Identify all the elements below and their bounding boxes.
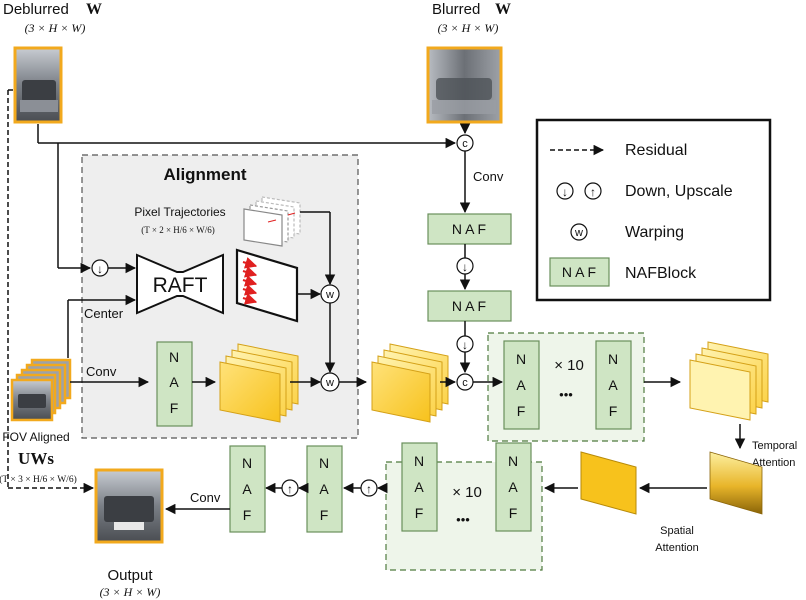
spatial-feature xyxy=(580,451,637,515)
legend-down-icon: ↓ xyxy=(562,185,568,199)
fov-title: FOV Aligned xyxy=(2,430,69,444)
feature-stack-right xyxy=(689,341,769,421)
trajectory-stack xyxy=(243,196,301,247)
warp-node-top-symbol: w xyxy=(325,289,334,301)
naf-rt1-a: A xyxy=(516,377,526,393)
naf-align-f: F xyxy=(170,400,179,416)
flow-field xyxy=(235,248,299,323)
legend-warping: Warping xyxy=(625,224,684,241)
naf-d2-f: F xyxy=(243,507,252,523)
times-ten-bottom: × 10 xyxy=(452,484,482,501)
blurred-dims: (3 × H × W) xyxy=(438,21,499,35)
deblurred-var: W xyxy=(86,1,102,18)
ellipsis-top: ••• xyxy=(559,387,573,402)
naf-block-align xyxy=(156,341,193,427)
raft-label: RAFT xyxy=(153,274,208,297)
blurred-var: W xyxy=(495,1,511,18)
naf-block-repeat-bottom-last xyxy=(495,442,532,532)
naf-block-top-1 xyxy=(427,213,512,245)
feature-stack-align xyxy=(219,343,299,423)
naf-rb2-n: N xyxy=(508,453,518,469)
deblurred-dims: (3 × H × W) xyxy=(25,21,86,35)
temporal-feature xyxy=(709,451,763,515)
output-dims: (3 × H × W) xyxy=(100,585,161,599)
raft-block xyxy=(136,253,224,315)
legend-down-upscale: Down, Upscale xyxy=(625,183,733,200)
spatial-attention-line1: Spatial xyxy=(660,525,694,537)
warp-node-bottom-symbol: w xyxy=(325,377,334,389)
blurred-image xyxy=(426,46,503,124)
naf-block-repeat-bottom-first xyxy=(401,442,438,532)
output-image xyxy=(94,468,164,544)
naf-rt1-f: F xyxy=(517,403,526,419)
fov-dims: (T × 3 × H/6 × W/6) xyxy=(0,474,77,485)
times-ten-top: × 10 xyxy=(554,357,584,374)
naf-rb1-n: N xyxy=(414,453,424,469)
concat-node-top-symbol: c xyxy=(462,138,468,150)
spatial-attention-line2: Attention xyxy=(655,542,698,554)
traj-dims: (T × 2 × H/6 × W/6) xyxy=(141,225,214,235)
naf-block-top-2-label: N A F xyxy=(452,298,486,314)
feature-stack-warped xyxy=(371,343,449,423)
output-title: Output xyxy=(107,567,153,584)
naf-block-top-1-label: N A F xyxy=(452,221,486,237)
conv-label-output: Conv xyxy=(190,490,221,505)
naf-rb2-f: F xyxy=(509,505,518,521)
naf-block-repeat-top-first xyxy=(503,340,540,430)
down-node-2-symbol: ↓ xyxy=(462,338,468,352)
conv-label-top: Conv xyxy=(473,169,504,184)
naf-d2-n: N xyxy=(242,455,252,471)
traj-title: Pixel Trajectories xyxy=(134,205,225,219)
naf-block-decoder-1 xyxy=(306,445,343,533)
fov-var: UWs xyxy=(18,449,54,468)
naf-block-repeat-top-last xyxy=(595,340,632,430)
blurred-title: Blurred xyxy=(432,1,480,18)
legend-warp-icon: w xyxy=(574,227,583,239)
up-node-1-symbol: ↑ xyxy=(366,482,372,496)
legend-residual: Residual xyxy=(625,142,687,159)
up-node-2-symbol: ↑ xyxy=(287,482,293,496)
deblurred-title: Deblurred xyxy=(3,1,69,18)
naf-rt2-f: F xyxy=(609,403,618,419)
naf-rb1-f: F xyxy=(415,505,424,521)
ellipsis-bottom: ••• xyxy=(456,512,470,527)
naf-rb2-a: A xyxy=(508,479,518,495)
down-node-1-symbol: ↓ xyxy=(462,260,468,274)
legend-naf-box-label: N A F xyxy=(562,264,596,280)
naf-block-top-2 xyxy=(427,290,512,322)
down-node-align-symbol: ↓ xyxy=(97,262,103,276)
legend-up-icon: ↑ xyxy=(590,185,596,199)
naf-rb1-a: A xyxy=(414,479,424,495)
naf-d1-a: A xyxy=(319,481,329,497)
naf-align-a: A xyxy=(169,374,179,390)
naf-rt2-n: N xyxy=(608,351,618,367)
legend-nafblock: NAFBlock xyxy=(625,265,697,282)
naf-block-decoder-2 xyxy=(229,445,266,533)
deblurred-image xyxy=(13,46,63,124)
conv-label-align: Conv xyxy=(86,364,117,379)
naf-d2-a: A xyxy=(242,481,252,497)
naf-rt1-n: N xyxy=(516,351,526,367)
center-label: Center xyxy=(84,306,124,321)
concat-node-mid-symbol: c xyxy=(462,377,468,389)
naf-d1-f: F xyxy=(320,507,329,523)
temporal-attention-line2: Attention xyxy=(752,457,795,469)
naf-align-n: N xyxy=(169,349,179,365)
fov-aligned-stack xyxy=(10,358,72,422)
temporal-attention-line1: Temporal xyxy=(752,440,797,452)
alignment-title: Alignment xyxy=(163,165,246,184)
naf-rt2-a: A xyxy=(608,377,618,393)
naf-d1-n: N xyxy=(319,455,329,471)
